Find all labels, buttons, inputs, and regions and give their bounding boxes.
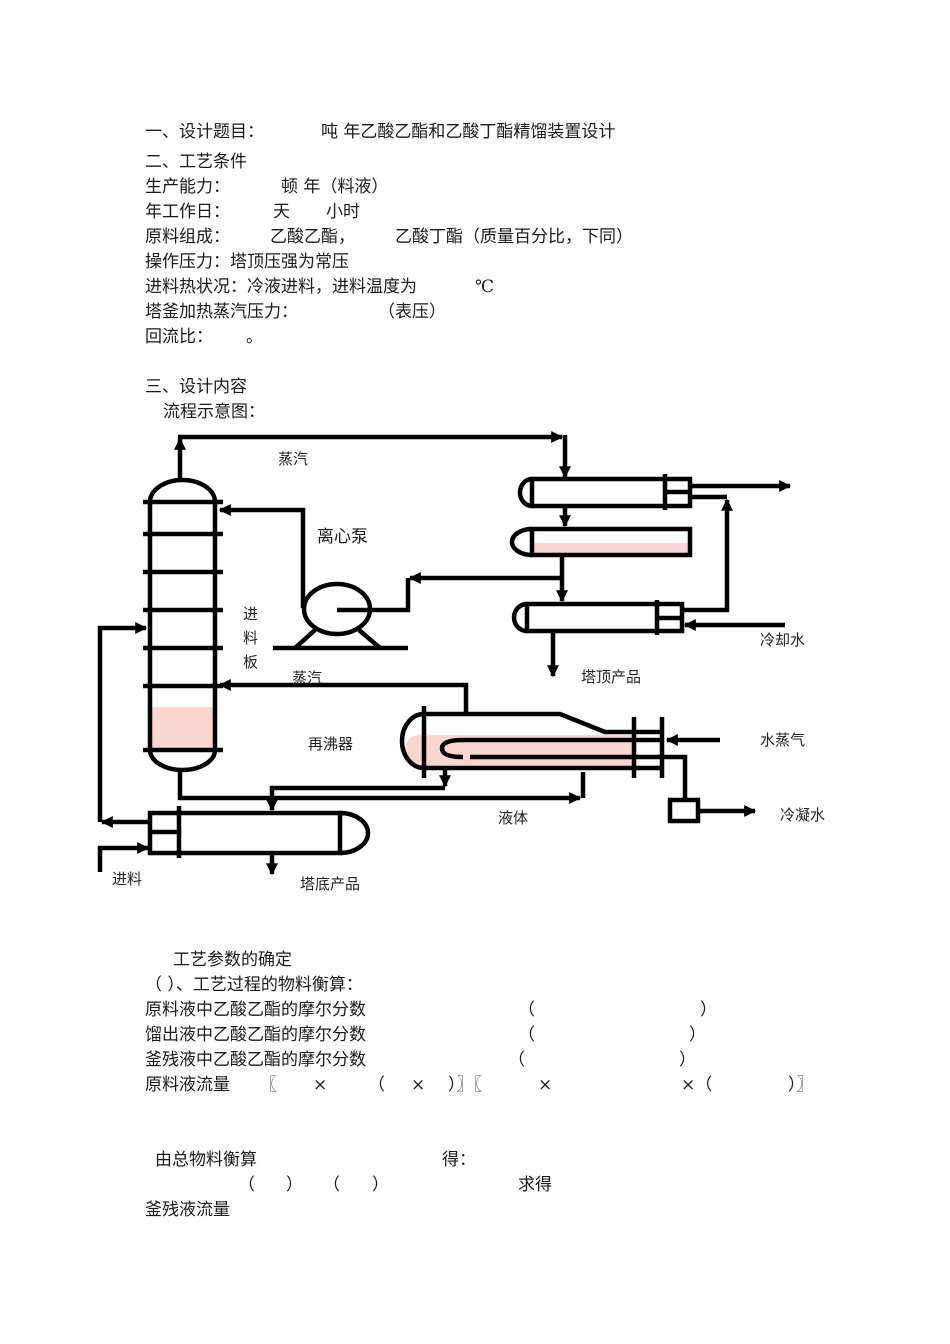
distillate-mole-fraction-close: ） xyxy=(689,1025,706,1045)
feed-flow-part: ）〗〖 xyxy=(448,1075,482,1095)
reboiler-liquid xyxy=(405,735,634,768)
capacity-value: 顿 年（料液） xyxy=(281,177,389,197)
cooler-end-cap xyxy=(511,601,528,634)
feed-condition: 进料热状况：冷液进料，进料温度为 xyxy=(145,277,417,297)
preheater-end-cap xyxy=(339,810,371,856)
bottoms-to-exchanger-arrow xyxy=(266,785,445,812)
diagram-caption: 流程示意图： xyxy=(163,402,265,422)
distillation-column xyxy=(143,477,223,773)
reboiler-steam-note: （表压） xyxy=(378,302,446,322)
equation-part: ） xyxy=(286,1175,303,1195)
feed-inlet-arrow xyxy=(97,842,150,872)
condenser-end-cap xyxy=(517,476,533,509)
residue-mole-fraction-open: （ xyxy=(508,1050,525,1070)
accumulator-shell xyxy=(529,526,693,558)
label-vapor-reboiler: 蒸汽 xyxy=(292,669,323,687)
design-content-heading: 三、设计内容 xyxy=(145,377,247,397)
label-top-product: 塔顶产品 xyxy=(581,668,642,686)
feed-flow-part: ）〗 xyxy=(788,1075,814,1095)
label-steam: 水蒸气 xyxy=(760,731,806,749)
pump-suction-line xyxy=(337,578,411,613)
work-hours-unit: 小时 xyxy=(326,202,360,222)
label-feed-plate-2: 料 xyxy=(243,629,259,647)
reflux-ratio-label: 回流比： xyxy=(145,327,213,347)
reboiler-end-cap xyxy=(399,711,425,771)
feed-component-1: 乙酸乙酯， xyxy=(270,227,355,247)
feed-flow-part: × xyxy=(538,1075,553,1095)
design-title-value: 吨 年乙酸乙酯和乙酸丁酯精馏装置设计 xyxy=(321,122,616,142)
process-conditions-heading: 二、工艺条件 xyxy=(145,152,247,172)
label-reboiler: 再沸器 xyxy=(308,735,354,753)
work-days-unit: 天 xyxy=(273,202,290,222)
feed-composition-label: 原料组成： xyxy=(145,227,230,247)
feed-flow-label: 原料液流量 xyxy=(145,1075,230,1095)
distillate-mole-fraction-open: （ xyxy=(518,1025,535,1045)
equation-part: ） xyxy=(372,1175,389,1195)
column-bottom-liquid xyxy=(152,707,213,750)
feed-temperature-unit: ℃ xyxy=(475,277,495,297)
feed-flow-part: 〖 xyxy=(260,1075,277,1095)
label-pump: 离心泵 xyxy=(317,527,368,547)
feed-flow-part: × xyxy=(313,1075,328,1095)
label-feed: 进料 xyxy=(112,870,143,888)
reboiler xyxy=(399,706,688,800)
feed-component-2: 乙酸丁酯（质量百分比，下同） xyxy=(395,227,633,247)
column-bottoms-to-reboiler-arrow xyxy=(177,770,582,804)
feed-mole-fraction-close: ） xyxy=(700,1000,717,1020)
steam-trap xyxy=(667,797,701,824)
reboiler-u-tube-top xyxy=(439,737,660,760)
feed-flow-part: ×（ xyxy=(681,1075,713,1095)
residue-mole-fraction-label: 釜残液中乙酸乙酯的摩尔分数 xyxy=(145,1050,366,1070)
label-feed-plate-1: 进 xyxy=(243,605,259,623)
reboiler-shell-top xyxy=(424,711,662,735)
reboiler-steam-label: 塔釜加热蒸汽压力： xyxy=(145,302,298,322)
label-condensate: 冷凝水 xyxy=(780,806,826,824)
parameters-heading: 工艺参数的确定 xyxy=(173,950,292,970)
reboiler-u-tube-bottom xyxy=(470,754,688,800)
feed-mole-fraction-open: （ xyxy=(518,1000,535,1020)
feed-flow-part: × xyxy=(411,1075,426,1095)
label-cooling-water: 冷却水 xyxy=(760,631,806,649)
reflux-accumulator xyxy=(509,526,693,558)
operating-pressure: 操作压力：塔顶压强为常压 xyxy=(145,252,349,272)
feed-mole-fraction-label: 原料液中乙酸乙酯的摩尔分数 xyxy=(145,1000,366,1020)
accumulator-end-cap xyxy=(509,526,533,558)
capacity-label: 生产能力： xyxy=(145,177,230,197)
label-bottom-product: 塔底产品 xyxy=(300,875,361,893)
equation-solve: 求得 xyxy=(518,1175,552,1195)
label-feed-plate-3: 板 xyxy=(243,653,259,671)
label-liquid: 液体 xyxy=(498,809,529,827)
feed-preheater xyxy=(147,806,371,858)
feed-flow-part: （ xyxy=(368,1075,385,1095)
equation-part: （ xyxy=(323,1175,340,1195)
work-days-label: 年工作日： xyxy=(145,202,230,222)
residue-flow-label: 釜残液流量 xyxy=(145,1200,230,1220)
reflux-ratio-end: 。 xyxy=(246,327,263,347)
design-title-label: 一、设计题目： xyxy=(145,122,264,142)
distillate-mole-fraction-label: 馏出液中乙酸乙酯的摩尔分数 xyxy=(145,1025,366,1045)
accumulator-liquid xyxy=(534,543,688,554)
label-vapor-top: 蒸汽 xyxy=(278,450,309,468)
centrifugal-pump xyxy=(273,581,408,651)
feed-to-column-arrow xyxy=(97,622,148,822)
reflux-return-arrow xyxy=(218,504,306,608)
pump-leg xyxy=(293,628,317,650)
residue-mole-fraction-close: ） xyxy=(679,1050,696,1070)
equation-part: （ xyxy=(238,1175,255,1195)
overall-balance-label: 由总物料衡算 xyxy=(155,1150,257,1170)
product-cooler xyxy=(511,600,685,635)
overall-balance-result: 得： xyxy=(442,1150,476,1170)
reboiler-vapor-return-arrow xyxy=(218,679,469,714)
material-balance-heading: （ ）、工艺过程的物料衡算： xyxy=(145,975,363,995)
condenser xyxy=(517,474,693,510)
pump-leg xyxy=(357,628,382,650)
